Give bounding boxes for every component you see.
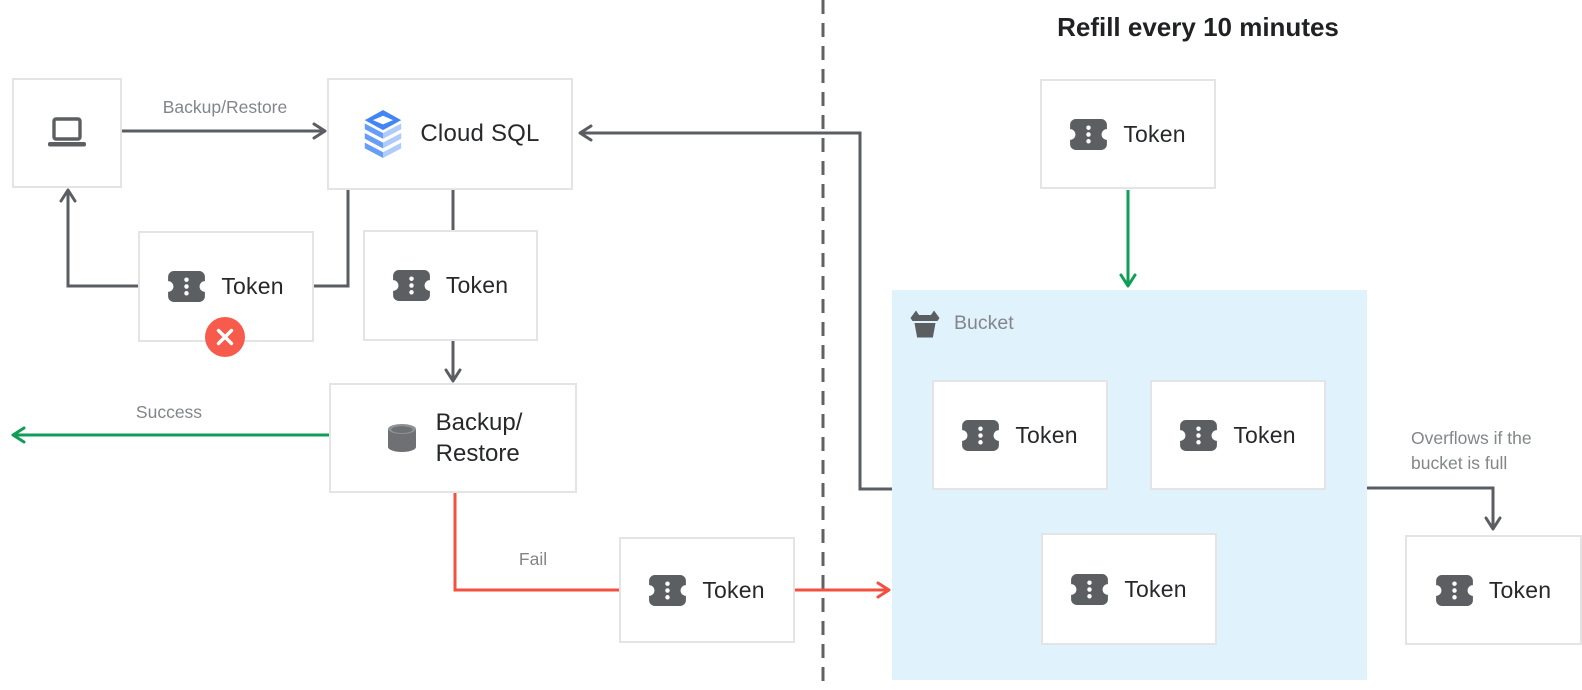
token-ticket-icon	[392, 270, 430, 301]
token-label: Token	[1123, 120, 1186, 147]
token-node-fail: Token	[619, 537, 795, 643]
token-label: Token	[445, 272, 509, 298]
backup-restore-node: Backup/ Restore	[329, 383, 577, 493]
cloud-sql-icon	[365, 110, 402, 158]
overflow-label-line2: bucket is full	[1411, 453, 1508, 473]
token-node-bucket-2: Token	[1150, 380, 1326, 490]
token-label: Token	[1233, 421, 1296, 448]
backup-restore-edge-label: Backup/Restore	[162, 97, 288, 117]
arrowhead-down-icon	[1484, 516, 1502, 531]
token-node-overflow: Token	[1405, 535, 1582, 645]
token-ticket-icon	[1180, 419, 1218, 451]
token-node-refill: Token	[1040, 79, 1216, 189]
red-arrowhead-right-icon	[876, 581, 891, 599]
arrowhead-right-icon	[312, 122, 327, 140]
token-ticket-icon	[168, 271, 206, 302]
cloud-sql-label: Cloud SQL	[420, 120, 540, 147]
backup-restore-label-line2: Restore	[435, 440, 520, 467]
database-icon	[387, 424, 416, 452]
token-label: Token	[1124, 575, 1187, 602]
backup-restore-label-line1: Backup/	[435, 408, 523, 436]
token-ticket-icon	[962, 419, 1000, 451]
token-label: Token	[702, 576, 765, 603]
token-label: Token	[1488, 576, 1552, 603]
arrowhead-down-icon	[444, 368, 462, 383]
token-label: Token	[1015, 421, 1078, 448]
success-label: Success	[135, 402, 203, 422]
backup-restore-label: Backup/ Restore	[436, 407, 523, 469]
refill-title: Refill every 10 minutes	[1057, 12, 1339, 42]
token-label: Token	[221, 273, 284, 299]
bucket-header: Bucket	[908, 308, 1014, 338]
bucket-icon	[910, 310, 940, 338]
laptop-icon	[48, 117, 86, 147]
token-node-bucket-1: Token	[932, 380, 1108, 490]
token-ticket-icon	[1435, 574, 1473, 606]
token-ticket-icon	[1071, 573, 1109, 605]
green-arrowhead-left-icon	[11, 426, 26, 444]
fail-label: Fail	[518, 549, 548, 569]
green-arrowhead-down-icon	[1119, 273, 1137, 288]
token-ticket-icon	[1070, 118, 1108, 150]
token-ticket-icon	[649, 574, 687, 606]
arrowhead-left-icon	[578, 124, 593, 142]
bucket-label: Bucket	[954, 311, 1014, 334]
overflow-label-line1: Overflows if the	[1411, 428, 1532, 448]
token-node-cloudsql: Token	[363, 230, 538, 341]
overflow-label: Overflows if the bucket is full	[1411, 426, 1581, 476]
arrowhead-up-icon	[59, 188, 77, 203]
token-node-bucket-3: Token	[1041, 533, 1217, 645]
client-node	[12, 78, 122, 188]
x-icon	[205, 317, 245, 357]
cloud-sql-node: Cloud SQL	[327, 78, 573, 190]
